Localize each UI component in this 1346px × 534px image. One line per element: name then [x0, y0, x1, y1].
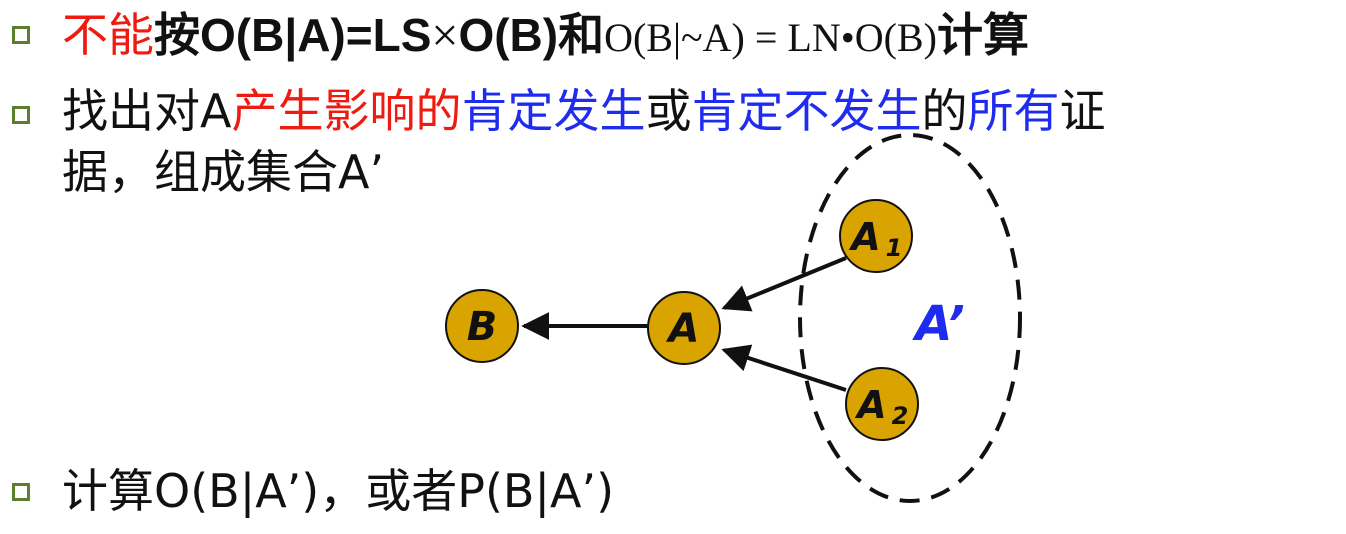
bullet-marker-2 [12, 106, 30, 124]
text-of: 的 [921, 84, 968, 138]
set-ellipse [798, 133, 1022, 503]
set-label: A’ [911, 296, 964, 352]
text-segment: 据，组成集合A’ [62, 145, 385, 199]
text-segment: 证 [1059, 84, 1106, 138]
text-segment: 按 [154, 8, 200, 62]
emphasis-not-occur: 肯定不发生 [691, 84, 922, 138]
emphasis-cannot: 不能 [62, 8, 154, 62]
text-and: 和 [558, 8, 605, 62]
bullet-line-3: 计算O(B|A’)，或者P(B|A’) [62, 468, 614, 514]
node-a1-subscript: 1 [886, 234, 903, 262]
arrow-a2-to-a [721, 344, 847, 392]
emphasis-influence: 产生影响的 [231, 84, 462, 138]
formula-ls: O(B|A)=LS [200, 9, 432, 61]
bullet-marker-3 [12, 483, 30, 501]
node-a2-label: A [854, 383, 886, 427]
node-a2-subscript: 2 [892, 402, 909, 430]
text-or: 或 [645, 84, 692, 138]
node-b-label: B [467, 304, 498, 350]
node-a1: A 1 [839, 199, 913, 273]
text-segment: 找出对A [62, 84, 232, 138]
emphasis-occur: 肯定发生 [461, 84, 646, 138]
node-b: B [445, 289, 519, 363]
emphasis-all: 所有 [967, 84, 1060, 138]
formula-ob: O(B) [458, 9, 559, 61]
arrow-a1-to-a [721, 256, 847, 312]
text-compute: 计算 [936, 8, 1029, 62]
bullet-marker-1 [12, 26, 30, 44]
node-a2: A 2 [845, 367, 919, 441]
node-a1-label: A [848, 215, 880, 259]
bullet-line-2-continued: 据，组成集合A’ [62, 149, 384, 195]
bullet-line-2: 找出对A产生影响的肯定发生或肯定不发生的所有证 [62, 88, 1105, 134]
node-a: A [647, 291, 721, 365]
times-symbol: × [431, 9, 459, 62]
text-segment: 计算O(B|A’)，或者P(B|A’) [62, 464, 615, 518]
formula-ln: O(B|~A) = LN•O(B) [604, 15, 937, 60]
node-a-label: A [666, 306, 700, 352]
bullet-line-1: 不能按O(B|A)=LS×O(B)和O(B|~A) = LN•O(B)计算 [62, 12, 1029, 60]
